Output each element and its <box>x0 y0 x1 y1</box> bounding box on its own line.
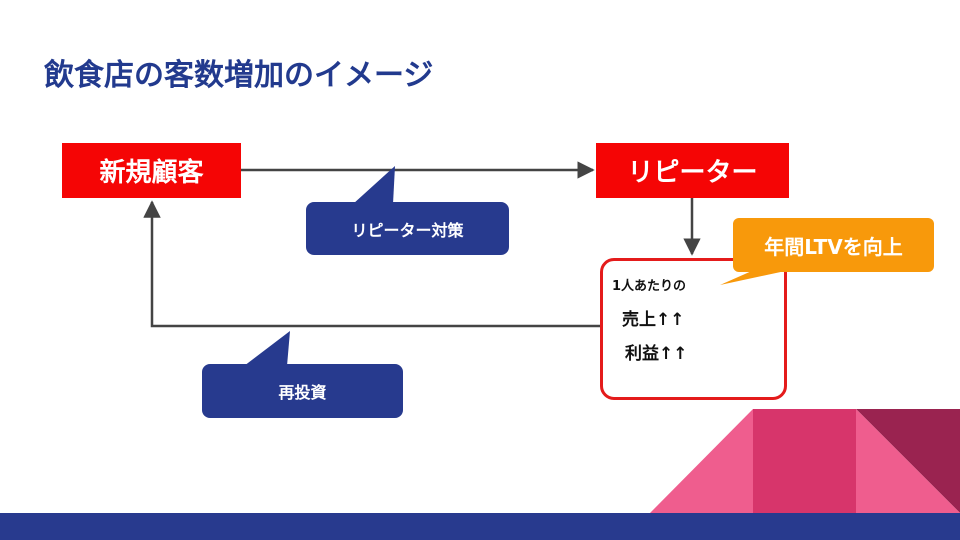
callout-tail-reinvest <box>244 331 290 366</box>
callout-reinvestment: 再投資 <box>202 364 403 418</box>
result-per-person: 1人あたりの <box>612 279 687 294</box>
node-repeater: リピーター <box>596 143 789 198</box>
result-box: 1人あたりの 売上↑↑ 利益↑↑ <box>600 258 787 400</box>
callout-ltv: 年間LTVを向上 <box>733 218 934 272</box>
corner-decoration <box>650 409 960 513</box>
callout-tail-repeater <box>353 166 395 204</box>
footer-bar <box>0 513 960 540</box>
result-profit: 利益↑↑ <box>625 344 688 364</box>
arrow-reinvest-loop <box>143 200 600 328</box>
deco-magenta-block <box>753 409 856 513</box>
callout-repeater-measures: リピーター対策 <box>306 202 509 255</box>
deco-pink-triangle <box>650 409 753 513</box>
deco-pink-triangle-right <box>856 409 960 513</box>
node-new-customer: 新規顧客 <box>62 143 241 198</box>
page-title: 飲食店の客数増加のイメージ <box>44 58 434 93</box>
result-sales: 売上↑↑ <box>622 310 685 330</box>
